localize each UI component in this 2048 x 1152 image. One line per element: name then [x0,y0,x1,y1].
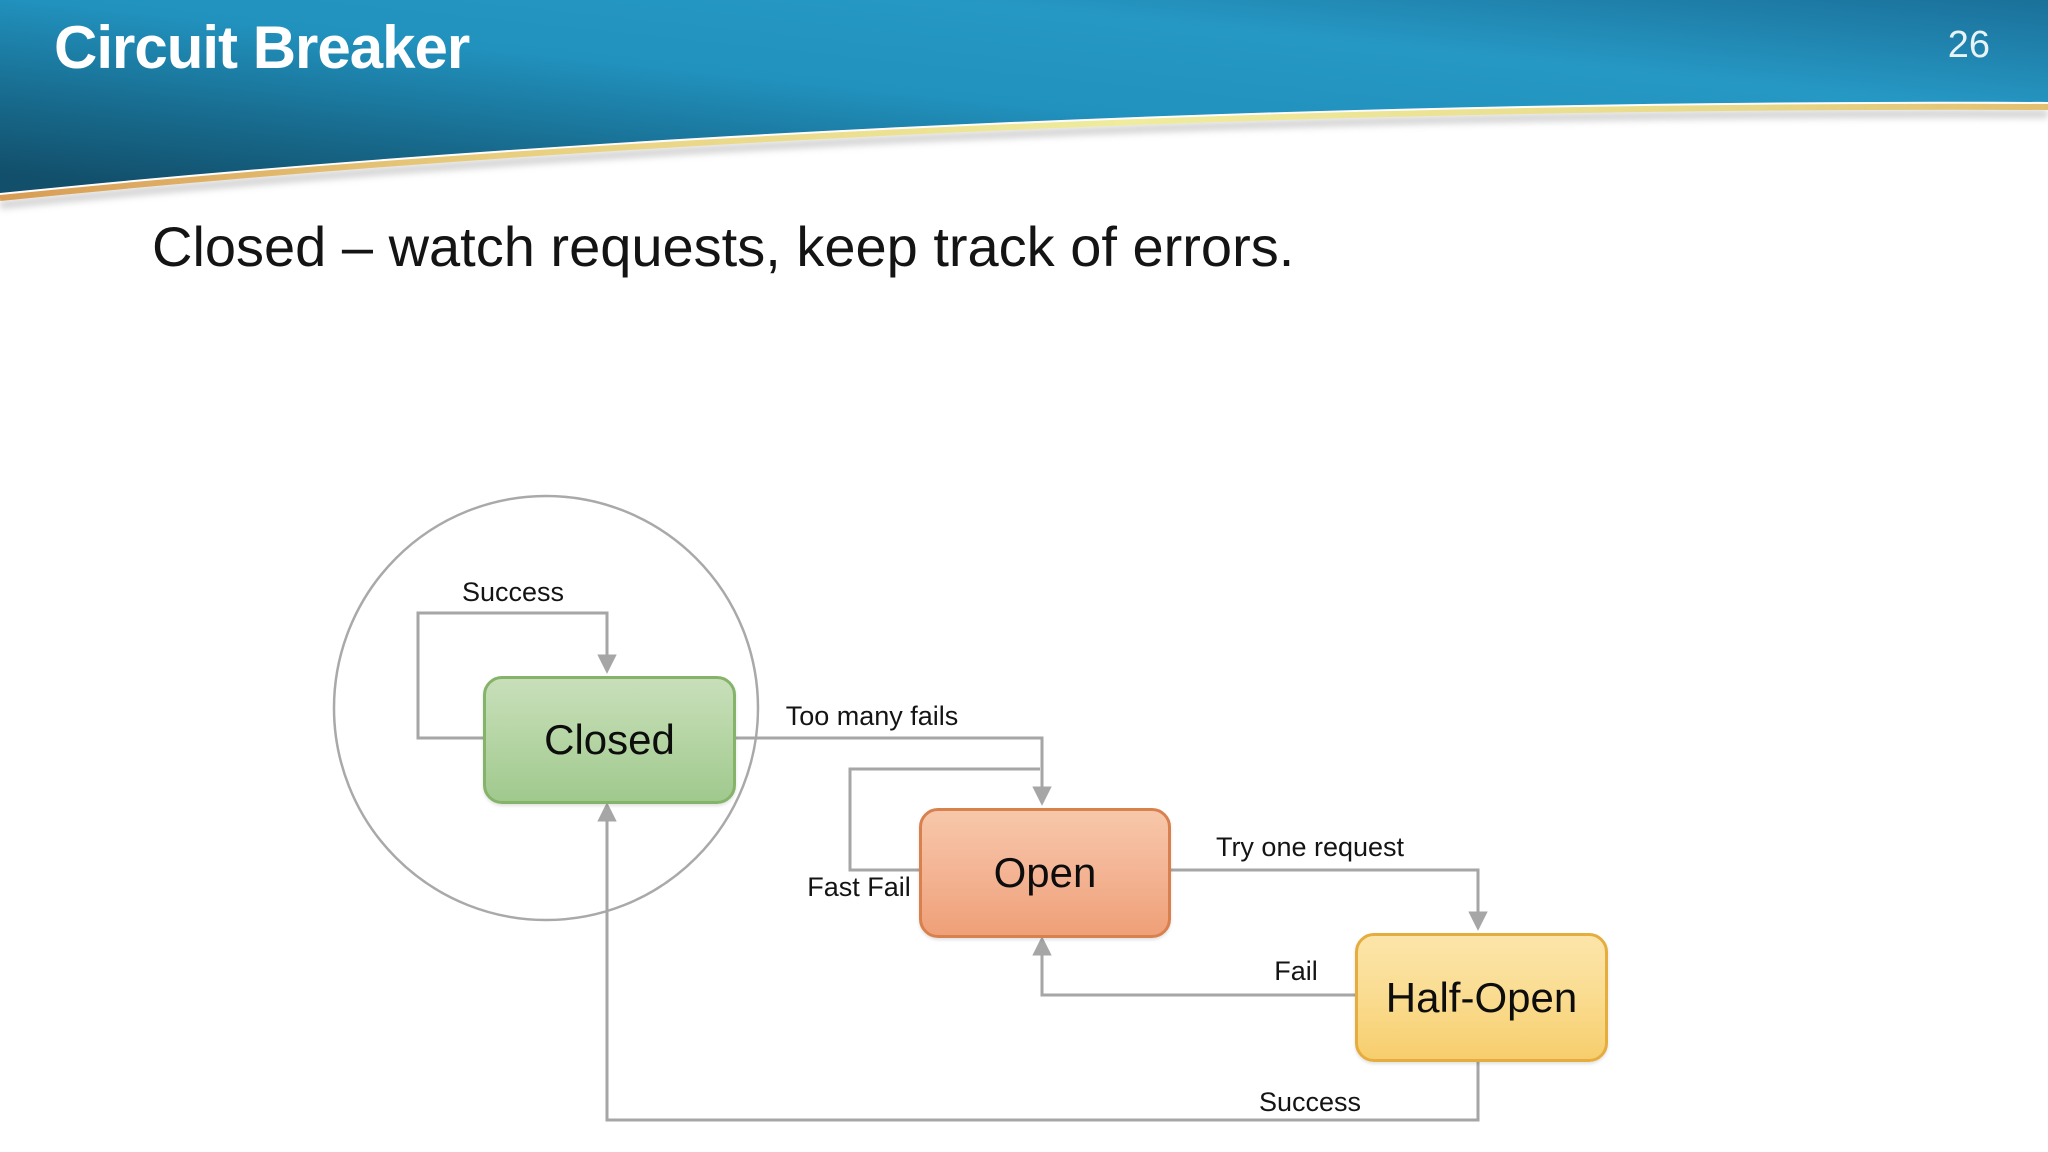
state-open-label: Open [993,849,1097,896]
transition-open-to-half-open-line [1165,868,1488,931]
label-try-one-request: Try one request [1215,832,1405,862]
transition-closed-self-line [416,611,617,740]
slide-subtitle: Closed – watch requests, keep track of e… [152,215,1295,278]
state-open: Open [919,808,1171,938]
state-closed: Closed [483,676,736,804]
page-number: 26 [1947,24,1990,66]
transition-closed-to-open-line [730,736,1052,806]
label-fail: Fail [1274,956,1318,986]
label-half-open-to-closed-success: Success [1258,1087,1362,1117]
state-half-open: Half-Open [1355,933,1608,1062]
transition-half-open-to-closed-line [597,802,1480,1122]
state-half-open-label: Half-Open [1385,973,1578,1021]
label-too-many-fails: Too many fails [785,701,959,731]
state-closed-label: Closed [544,716,675,763]
header-band [0,0,2048,193]
label-closed-self-success: Success [461,577,565,607]
state-circle [332,494,760,922]
header-shadow-line [0,109,2048,209]
transition-open-self-line [848,767,1040,872]
header-gold-line [0,103,2048,201]
transition-half-open-to-open-line [1032,936,1355,997]
label-fast-fail: Fast Fail [807,872,911,902]
slide-title: Circuit Breaker [54,14,470,81]
